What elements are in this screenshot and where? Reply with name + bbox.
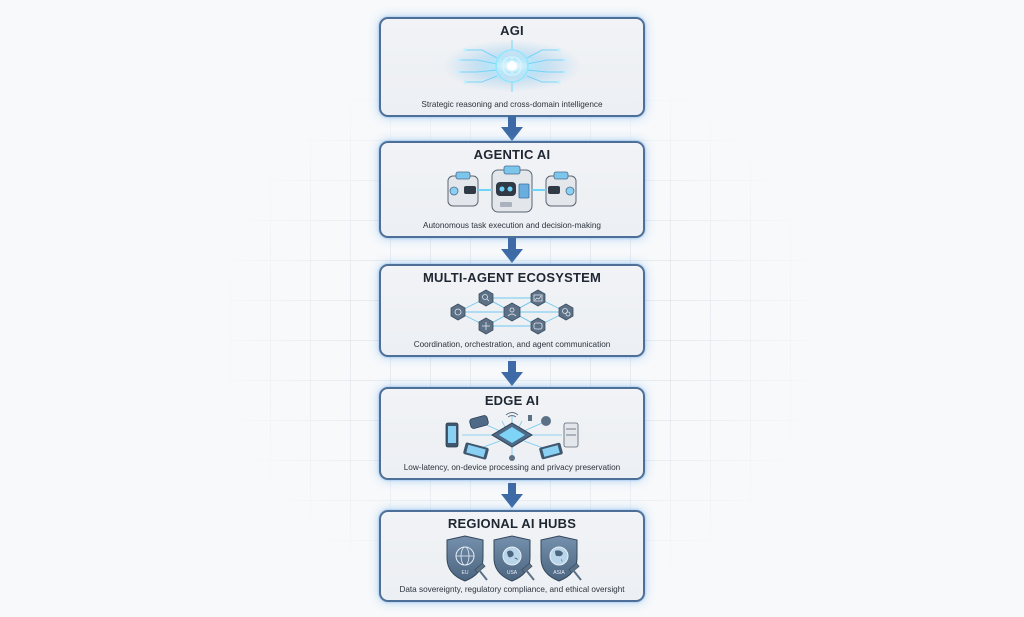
stage-title: EDGE AI	[484, 393, 540, 408]
arrow-down-icon	[501, 238, 523, 263]
shield-asia-icon: ASIA	[540, 535, 582, 582]
stage-title: AGI	[500, 23, 524, 38]
stage-description: Coordination, orchestration, and agent c…	[413, 340, 611, 349]
robot-cubes-icon	[381, 165, 643, 215]
stage-description: Autonomous task execution and decision-m…	[423, 221, 601, 230]
edge-devices-chip-icon	[381, 411, 643, 461]
arrow-down-icon	[501, 483, 523, 508]
svg-text:ASIA: ASIA	[553, 570, 565, 576]
stage-edge-ai: EDGE AI Low	[379, 387, 645, 480]
stage-title: AGENTIC AI	[473, 147, 551, 162]
stage-description: Low-latency, on-device processing and pr…	[403, 463, 621, 472]
shield-usa-icon: USA	[493, 535, 535, 582]
stage-multi-agent-ecosystem: MULTI-AGENT ECOSYSTEM	[379, 264, 645, 357]
svg-text:EU: EU	[462, 570, 469, 576]
regional-shields-icon: EU USA ASIA	[381, 534, 643, 584]
svg-text:USA: USA	[507, 570, 518, 576]
stage-agentic-ai: AGENTIC AI Autonomous task execution and…	[379, 141, 645, 238]
arrow-down-icon	[501, 361, 523, 386]
stage-agi: AGI	[379, 17, 645, 117]
stage-title: MULTI-AGENT ECOSYSTEM	[422, 270, 601, 285]
arrow-down-icon	[501, 116, 523, 141]
stage-description: Data sovereignty, regulatory compliance,…	[399, 585, 625, 594]
shield-eu-icon: EU	[446, 535, 488, 582]
stage-regional-ai-hubs: REGIONAL AI HUBS EU	[379, 510, 645, 602]
glowing-brain-circuit-icon	[381, 40, 643, 92]
stage-title: REGIONAL AI HUBS	[447, 516, 577, 531]
hexagon-agent-network-icon	[381, 288, 643, 336]
stage-description: Strategic reasoning and cross-domain int…	[421, 100, 603, 109]
